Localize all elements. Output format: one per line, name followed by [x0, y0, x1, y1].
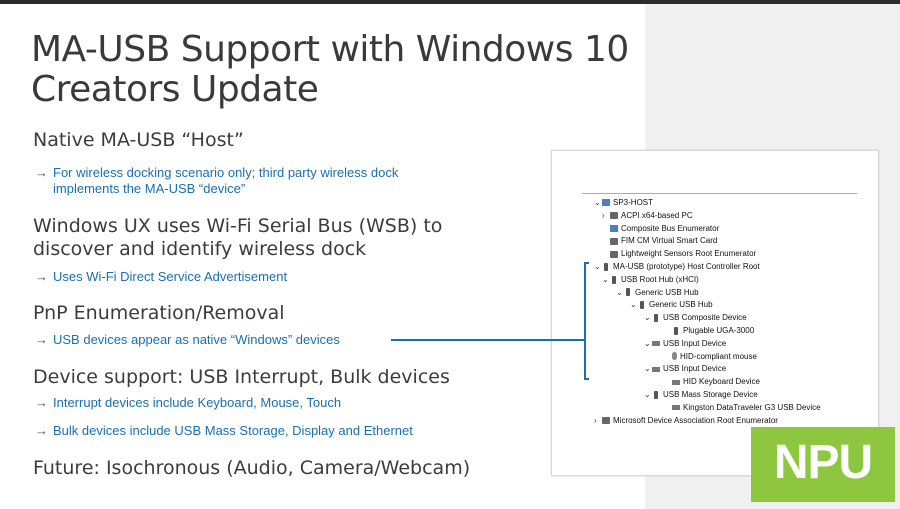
bullet-text: Interrupt devices include Keyboard, Mous… — [53, 395, 342, 410]
arrow-icon: → — [35, 332, 48, 347]
tree-node[interactable]: ⌄ USB Mass Storage Device — [644, 390, 758, 400]
tree-node[interactable]: ⌄ USB Input Device — [644, 339, 726, 349]
expand-chevron-icon[interactable]: ⌄ — [594, 198, 601, 207]
bullet-text: Bulk devices include USB Mass Storage, D… — [53, 423, 413, 438]
bullet-usb-native: → USB devices appear as native “Windows” … — [35, 332, 340, 348]
tree-node[interactable]: Composite Bus Enumerator — [602, 224, 719, 234]
device-icon — [626, 288, 630, 297]
device-icon — [602, 416, 610, 424]
device-icon — [602, 199, 610, 207]
arrow-icon: → — [35, 165, 48, 180]
slide-title: MA-USB Support with Windows 10 Creators … — [31, 29, 629, 110]
tree-node-label: Plugable UGA-3000 — [683, 326, 755, 335]
tree-node-label: ACPI x64-based PC — [621, 210, 693, 220]
heading-native-host: Native MA-USB “Host” — [33, 129, 244, 151]
device-icon — [612, 275, 616, 284]
arrow-icon: → — [35, 395, 48, 410]
device-icon — [652, 366, 660, 372]
device-icon — [654, 314, 658, 323]
tree-top-rule — [582, 193, 857, 194]
device-icon — [604, 262, 608, 271]
expand-chevron-icon[interactable]: ⌄ — [594, 262, 601, 271]
device-icon — [674, 326, 678, 335]
top-bar — [0, 0, 900, 4]
expand-chevron-icon[interactable]: › — [594, 415, 597, 425]
heading-device-support: Device support: USB Interrupt, Bulk devi… — [33, 366, 450, 388]
expand-chevron-icon[interactable]: ⌄ — [644, 364, 651, 374]
expand-chevron-icon[interactable]: ⌄ — [616, 287, 623, 297]
heading-pnp: PnP Enumeration/Removal — [33, 302, 285, 324]
tree-node-label: HID-compliant mouse — [680, 351, 757, 361]
arrow-icon: → — [35, 423, 48, 438]
bullet-text: For wireless docking scenario only; thir… — [53, 165, 399, 196]
tree-node[interactable]: ⌄ USB Root Hub (xHCI) — [602, 275, 699, 285]
bullet-interrupt: → Interrupt devices include Keyboard, Mou… — [35, 395, 341, 411]
device-icon — [610, 224, 618, 232]
expand-chevron-icon[interactable]: ⌄ — [630, 300, 637, 310]
expand-chevron-icon[interactable]: ⌄ — [644, 313, 651, 323]
expand-chevron-icon[interactable]: ⌄ — [602, 274, 609, 284]
tree-node-label: FIM CM Virtual Smart Card — [621, 236, 718, 246]
bracket-line — [584, 262, 589, 380]
device-icon — [672, 379, 680, 385]
device-icon — [640, 301, 644, 310]
tree-node-label: USB Input Device — [663, 338, 727, 348]
tree-node[interactable]: ⌄ USB Input Device — [644, 364, 726, 374]
bullet-bulk: → Bulk devices include USB Mass Storage, … — [35, 423, 413, 439]
tree-node[interactable]: ⌄ SP3-HOST — [594, 198, 653, 208]
device-icon — [610, 237, 618, 245]
device-icon — [672, 352, 677, 361]
device-icon — [610, 250, 618, 258]
heading-windows-ux: Windows UX uses Wi-Fi Serial Bus (WSB) t… — [33, 215, 443, 260]
tree-node[interactable]: Lightweight Sensors Root Enumerator — [602, 249, 756, 259]
arrow-icon: → — [35, 269, 48, 284]
expand-chevron-icon[interactable]: › — [602, 210, 605, 220]
tree-node-label: Generic USB Hub — [635, 287, 699, 297]
tree-node[interactable]: › Microsoft Device Association Root Enume… — [594, 416, 778, 426]
bullet-wifi-direct: → Uses Wi-Fi Direct Service Advertisement — [35, 269, 287, 285]
tree-node[interactable]: Plugable UGA-3000 — [664, 326, 754, 336]
bullet-text: USB devices appear as native “Windows” d… — [53, 332, 340, 347]
heading-future: Future: Isochronous (Audio, Camera/Webca… — [33, 457, 471, 479]
tree-node-label: USB Root Hub (xHCI) — [621, 274, 699, 284]
tree-node[interactable]: Kingston DataTraveler G3 USB Device — [664, 403, 821, 413]
npu-logo: NPU — [751, 427, 895, 502]
tree-node-label: Lightweight Sensors Root Enumerator — [621, 249, 757, 259]
device-icon — [652, 341, 660, 347]
tree-node[interactable]: ⌄ MA-USB (prototype) Host Controller Root — [594, 262, 760, 272]
tree-node[interactable]: › ACPI x64-based PC — [602, 211, 693, 221]
tree-node-label: MA-USB (prototype) Host Controller Root — [613, 262, 760, 271]
expand-chevron-icon[interactable]: ⌄ — [644, 338, 651, 348]
tree-node[interactable]: ⌄ USB Composite Device — [644, 313, 747, 323]
device-tree: ⌄ SP3-HOST › ACPI x64-based PC Composite Bus… — [582, 193, 862, 443]
tree-node[interactable]: HID Keyboard Device — [664, 377, 760, 387]
expand-chevron-icon[interactable]: ⌄ — [644, 390, 651, 399]
tree-node-label: USB Composite Device — [663, 313, 747, 323]
device-icon — [610, 212, 618, 220]
tree-node[interactable]: ⌄ Generic USB Hub — [630, 300, 713, 310]
npu-logo-text: NPU — [773, 436, 873, 489]
tree-node-label: Kingston DataTraveler G3 USB Device — [683, 402, 821, 412]
tree-node-label: Generic USB Hub — [649, 300, 713, 310]
tree-node[interactable]: HID-compliant mouse — [664, 352, 757, 362]
device-icon — [654, 390, 658, 399]
tree-node-label: USB Mass Storage Device — [663, 390, 758, 399]
device-icon — [672, 405, 680, 411]
connector-line — [391, 339, 585, 341]
bullet-wireless-docking: → For wireless docking scenario only; thi… — [35, 165, 463, 197]
tree-node-label: USB Input Device — [663, 364, 727, 374]
tree-node-label: HID Keyboard Device — [683, 377, 760, 387]
tree-node[interactable]: ⌄ Generic USB Hub — [616, 288, 699, 298]
tree-node[interactable]: FIM CM Virtual Smart Card — [602, 236, 717, 246]
tree-node-label: Composite Bus Enumerator — [621, 223, 720, 233]
tree-node-label: SP3-HOST — [613, 198, 654, 207]
tree-node-label: Microsoft Device Association Root Enumer… — [613, 415, 778, 425]
bullet-text: Uses Wi-Fi Direct Service Advertisement — [53, 269, 288, 284]
